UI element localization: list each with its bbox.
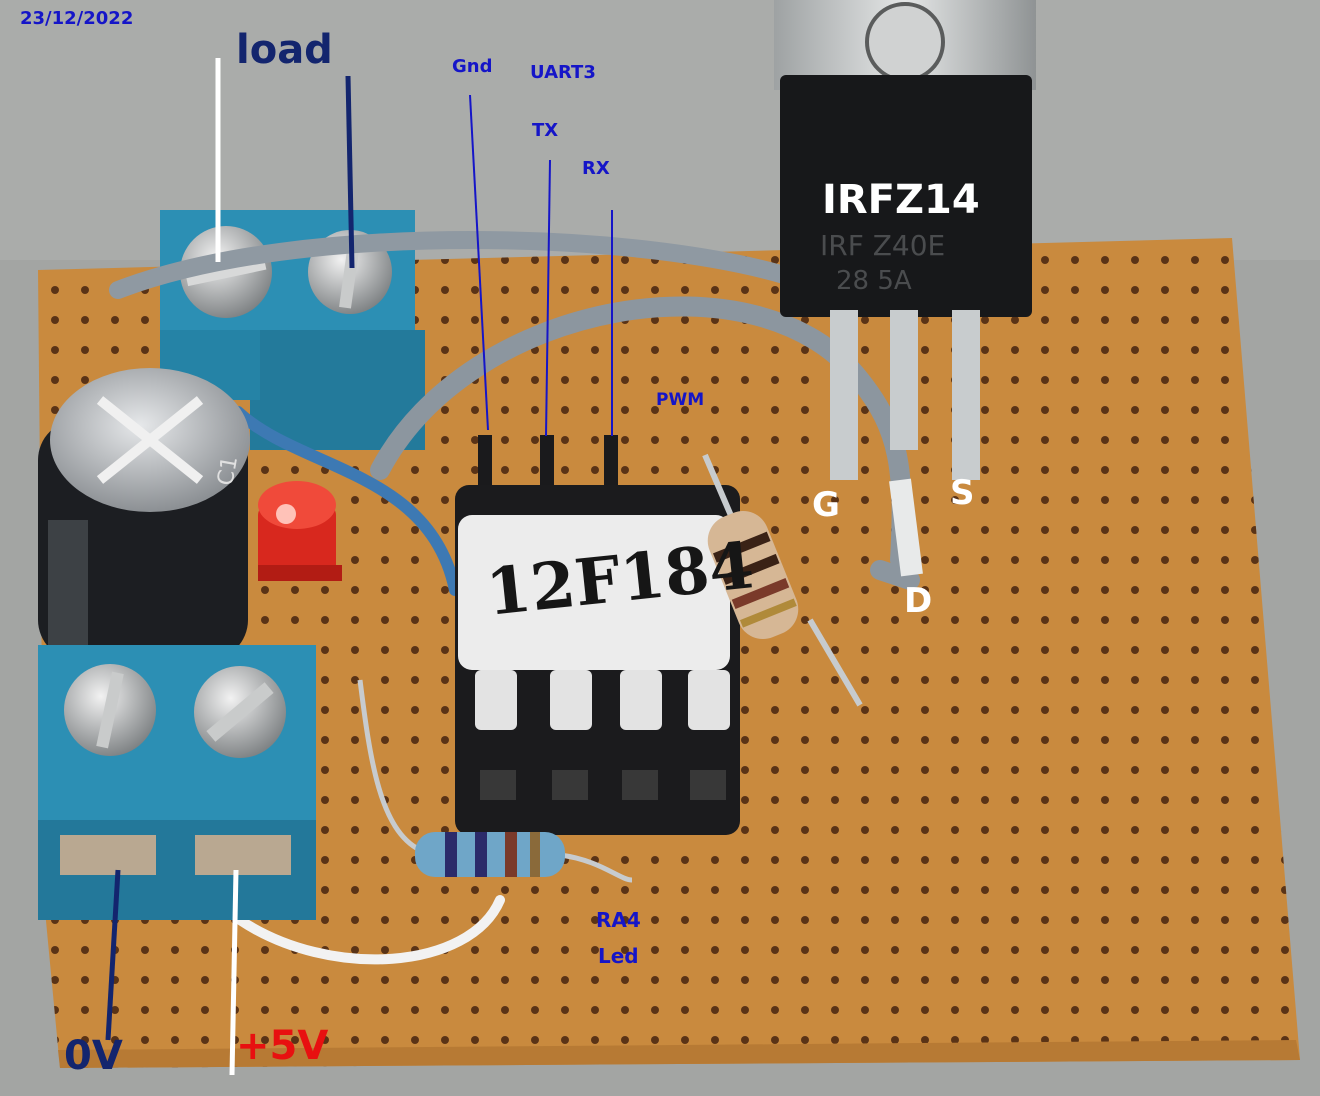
pwm-label: PWM [656, 390, 705, 410]
load-line-navy [345, 75, 355, 269]
rx-label: RX [582, 158, 610, 179]
gnd-line [469, 94, 489, 431]
zero-volt-line [105, 869, 121, 1041]
capacitor-print: C1 [213, 454, 244, 488]
resistor-led [357, 679, 633, 883]
wires [109, 231, 920, 965]
mosfet-print-line-2: 28 5A [836, 266, 912, 296]
ra4-label: RA4 [596, 908, 641, 932]
power-terminal-block [38, 645, 316, 920]
resistor-pwm [702, 453, 863, 707]
red-led [258, 481, 342, 581]
annotation-lines [105, 58, 613, 1076]
uart-label: UART3 [530, 62, 596, 83]
zero-volt-label: 0V [64, 1033, 123, 1079]
capacitor [38, 368, 250, 660]
drain-label: D [904, 581, 933, 621]
mosfet-label: IRFZ14 [822, 177, 980, 223]
mosfet-print-line-1: IRF Z40E [820, 229, 946, 262]
date-stamp: 23/12/2022 [20, 8, 134, 29]
led-label: Led [598, 944, 639, 968]
gnd-label: Gnd [452, 56, 493, 77]
mosfet-irfz14 [774, 0, 1036, 577]
pic-chip [455, 485, 740, 835]
gate-label: G [812, 485, 840, 525]
source-label: S [950, 473, 975, 513]
plus-five-line [229, 869, 239, 1076]
tx-label: TX [532, 120, 559, 141]
tx-line [545, 159, 551, 437]
plus-five-label: +5V [236, 1023, 329, 1069]
load-label: load [236, 27, 333, 73]
